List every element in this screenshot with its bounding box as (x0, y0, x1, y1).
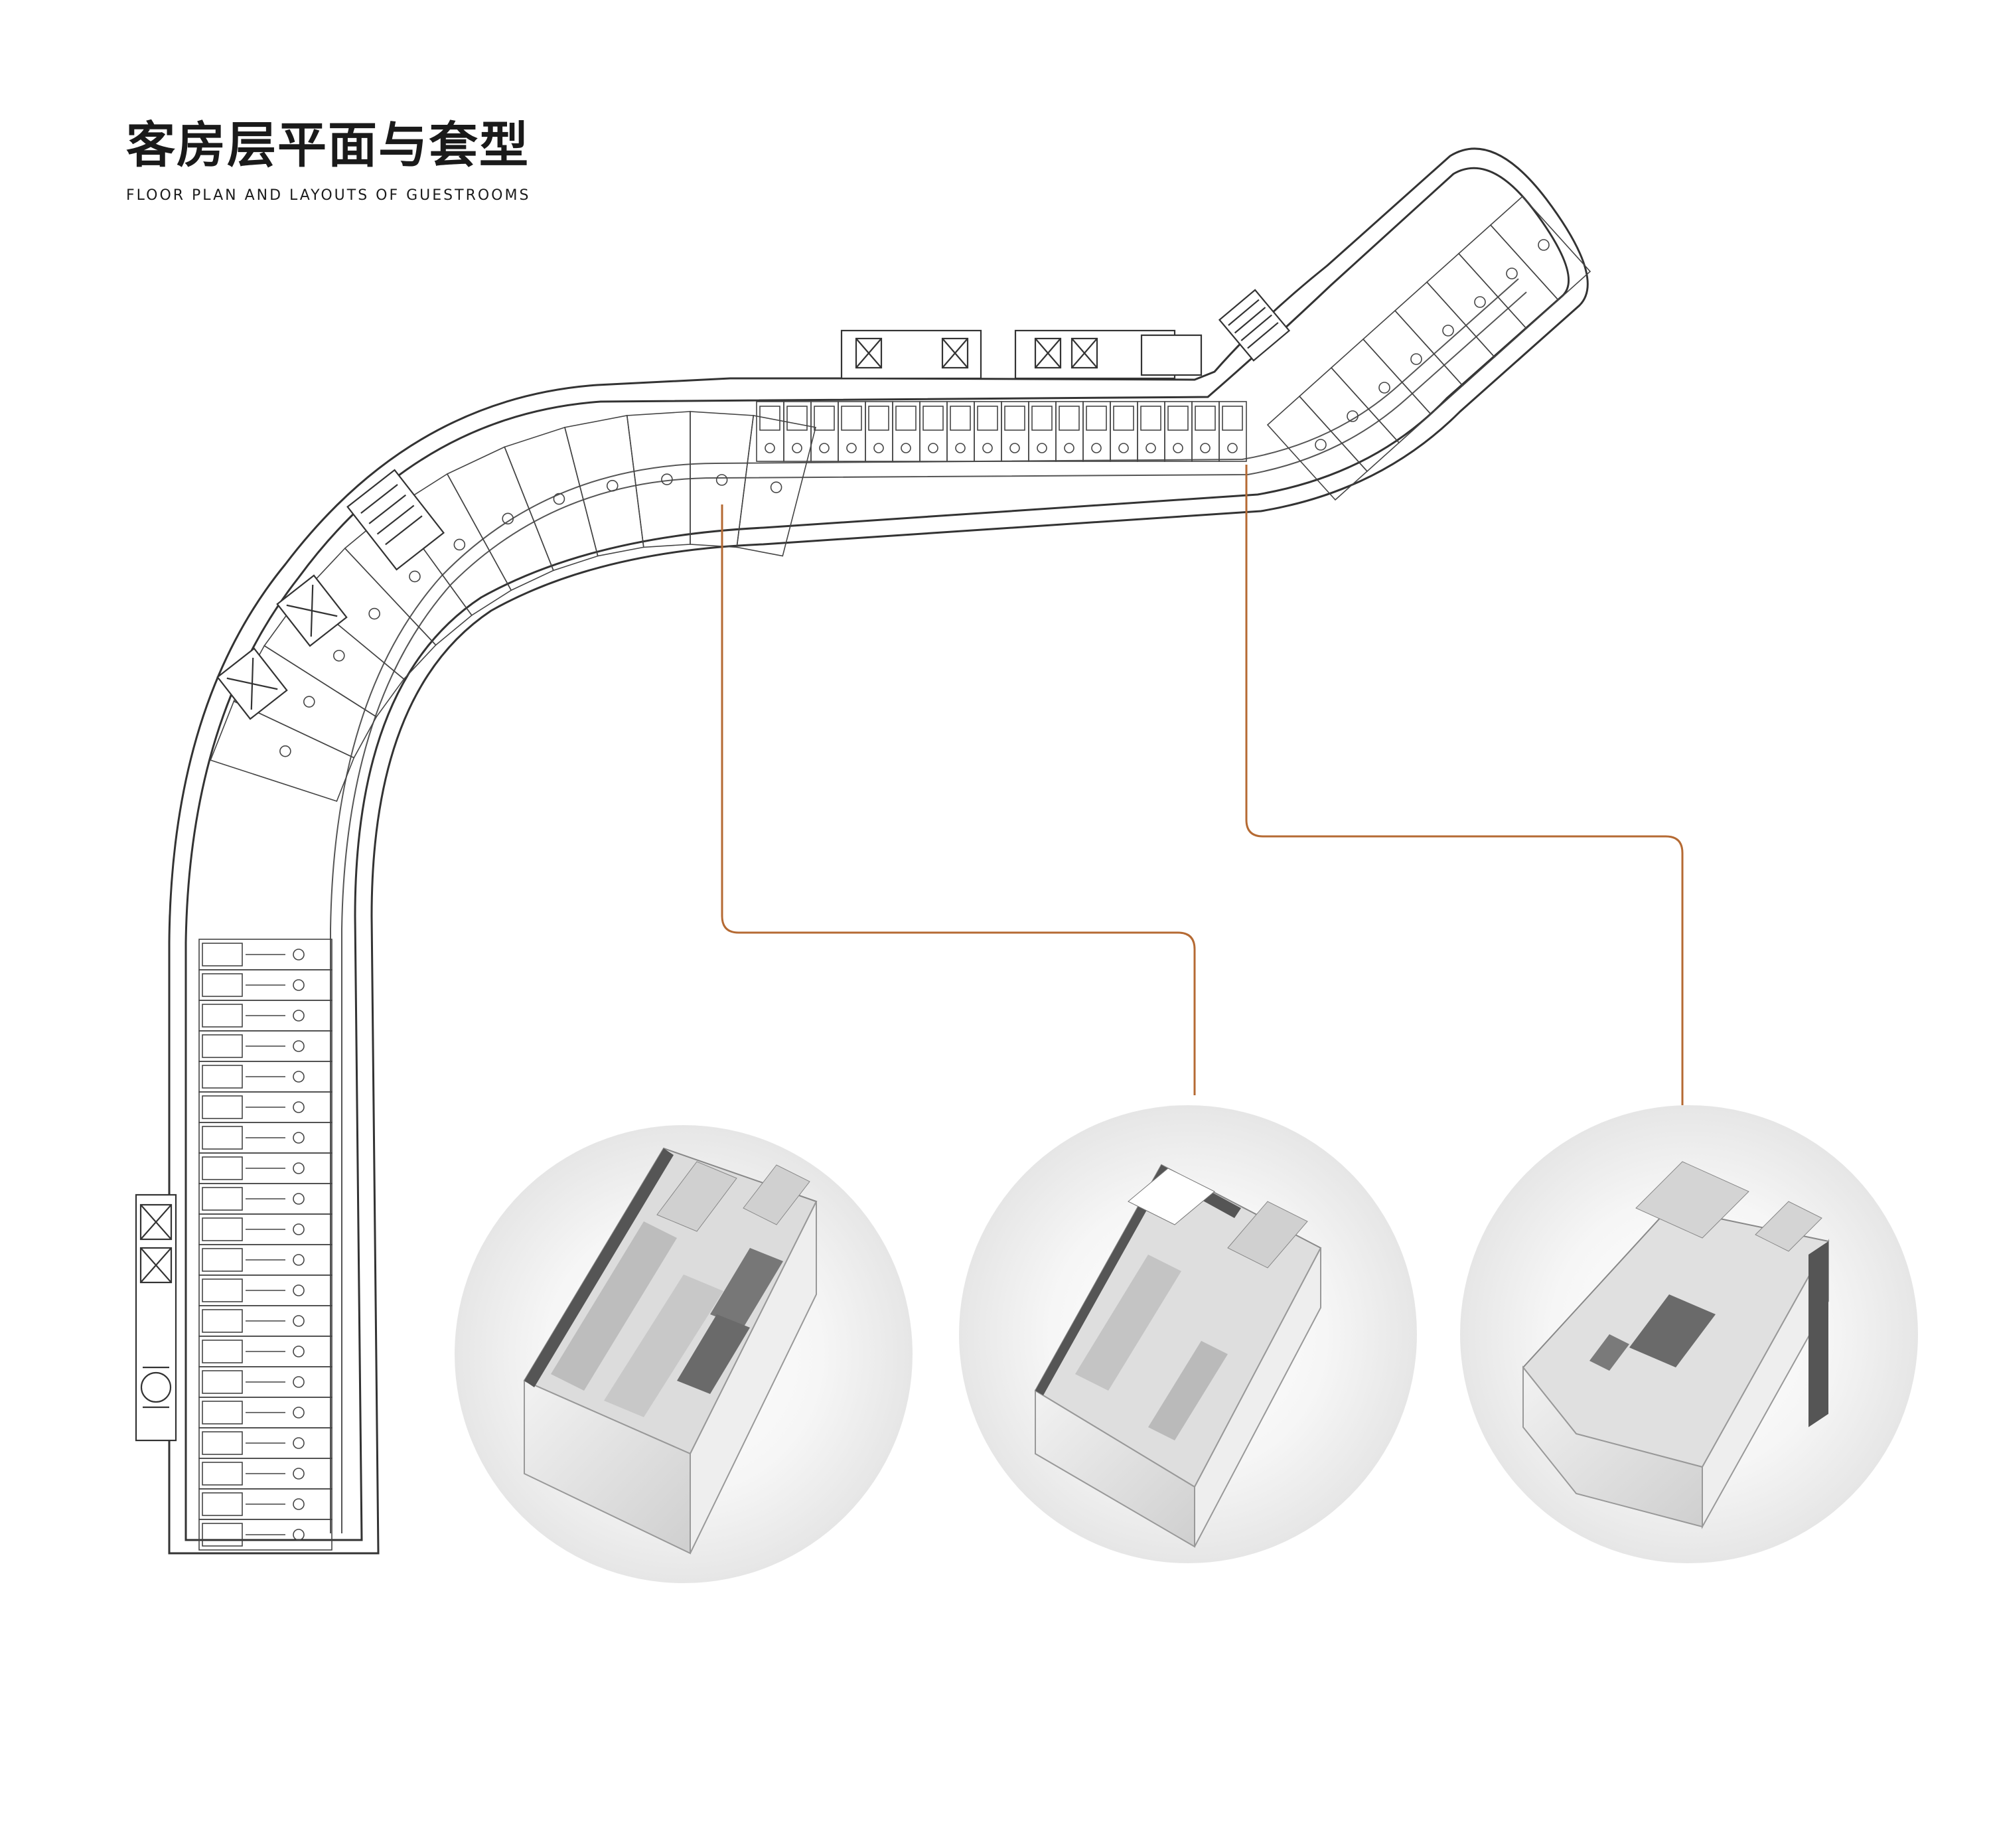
guestroom-north (1191, 401, 1220, 462)
guestroom-curve (446, 446, 554, 591)
guestroom-west (198, 1061, 332, 1093)
guestroom-north (1218, 401, 1247, 462)
guestroom-north (1028, 401, 1057, 462)
guestroom-west (198, 1030, 332, 1062)
guestroom-north (783, 401, 812, 462)
title-block: 客房层平面与套型 FLOOR PLAN AND LAYOUTS OF GUEST… (126, 121, 530, 204)
page-subtitle: FLOOR PLAN AND LAYOUTS OF GUESTROOMS (126, 187, 531, 204)
guestroom-west (198, 939, 332, 970)
guestroom-west (198, 1336, 332, 1367)
guestroom-west (198, 1488, 332, 1520)
guestroom-north (1164, 401, 1193, 462)
building-outline (168, 147, 1589, 1555)
guestroom-west (198, 1091, 332, 1123)
west-wing-rooms (198, 939, 332, 1551)
guestroom-west (198, 1152, 332, 1184)
guestroom-north (919, 401, 948, 462)
guestroom-east (1489, 195, 1591, 301)
guestroom-north (838, 401, 866, 462)
guestroom-north (1001, 401, 1029, 462)
guestroom-north (756, 401, 784, 462)
guestroom-west (198, 1305, 332, 1337)
guestroom-north (1110, 401, 1138, 462)
guestroom-west (198, 1213, 332, 1245)
room-model-double (455, 1125, 913, 1583)
room-model-corner-suite (1460, 1105, 1918, 1563)
guestroom-east (1266, 395, 1368, 501)
guestroom-west (198, 1519, 332, 1551)
guestroom-north (1137, 401, 1165, 462)
guestroom-west (198, 1244, 332, 1276)
corridor (330, 278, 1527, 1533)
east-wing-rooms (1266, 195, 1591, 501)
guestroom-curve (210, 700, 355, 802)
guestroom-west (198, 1274, 332, 1306)
guestroom-east (1457, 224, 1560, 330)
guestroom-west (198, 1458, 332, 1490)
guestroom-west (198, 969, 332, 1001)
guestroom-north (892, 401, 921, 462)
guestroom-west (198, 1183, 332, 1215)
north-wing-rooms (756, 401, 1247, 462)
guestroom-west (198, 1427, 332, 1459)
guestroom-curve (736, 415, 816, 557)
leader-lines (721, 465, 1684, 1105)
guestroom-north (1055, 401, 1084, 462)
guestroom-west (198, 1122, 332, 1154)
guestroom-west (198, 1397, 332, 1428)
guestroom-north (974, 401, 1002, 462)
guestroom-west (198, 1366, 332, 1398)
guestroom-west (198, 1000, 332, 1032)
page-title: 客房层平面与套型 (126, 117, 530, 174)
circulation-cores (135, 289, 1291, 1442)
guestroom-north (1082, 401, 1111, 462)
room-model-standard (959, 1105, 1417, 1563)
guestroom-north (946, 401, 975, 462)
guestroom-north (865, 401, 893, 462)
